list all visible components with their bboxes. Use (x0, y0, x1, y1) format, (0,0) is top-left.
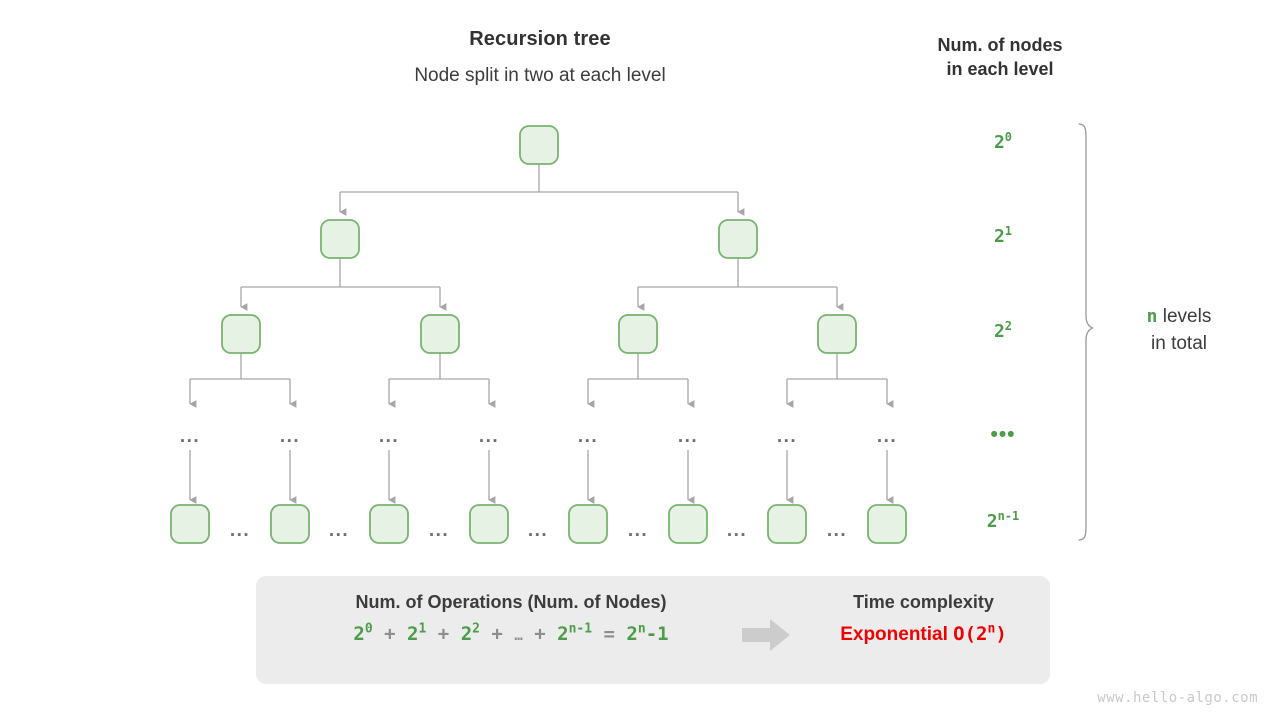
column-header-line2: in each level (946, 59, 1054, 79)
level-count-2: 22 (943, 319, 1063, 342)
tree-node (170, 504, 210, 544)
tree-node (718, 219, 758, 259)
complexity-word: Exponential (840, 624, 948, 645)
tree-node (568, 504, 608, 544)
tree-node (320, 219, 360, 259)
tree-nodes (170, 125, 907, 544)
formula-term: 2 (353, 623, 365, 645)
page-subtitle: Node split in two at each level (414, 65, 666, 86)
levels-brace (1078, 123, 1094, 541)
level-count-base: 2 (986, 511, 998, 532)
tree-node (767, 504, 807, 544)
tree-ellipsis-mid: ... (577, 426, 599, 447)
formula-term: 2 (460, 623, 473, 645)
level-count-base: 2 (993, 321, 1005, 342)
tree-node (469, 504, 509, 544)
formula-term: 2 (407, 623, 419, 645)
complexity-block: Time complexity Exponential O(2n) (816, 592, 1031, 646)
tree-node (618, 314, 658, 354)
formula-ellipsis: … (514, 628, 523, 644)
tree-node (420, 314, 460, 354)
levels-total-line2: in total (1151, 333, 1207, 354)
tree-ellipsis-mid: ... (677, 426, 699, 447)
level-count-exp: 1 (1004, 224, 1013, 238)
level-count-ellipsis: ••• (990, 423, 1016, 446)
level-count-0: 20 (943, 130, 1063, 153)
tree-node (817, 314, 857, 354)
tree-connectors (189, 164, 894, 504)
summary-panel: Num. of Operations (Num. of Nodes) 20 + … (256, 576, 1050, 684)
formula-operator: + (534, 623, 546, 645)
operations-formula: 20 + 21 + 22 + … + 2n-1 = 2n-1 (276, 623, 746, 645)
formula-operator: + (384, 623, 396, 645)
formula-term-exp: 0 (364, 621, 373, 637)
tree-ellipsis-bottom: ... (428, 520, 450, 541)
tree-node (867, 504, 907, 544)
complexity-bigo-suffix: ) (995, 623, 1007, 645)
formula-term: 2 (557, 623, 569, 645)
column-header-node-count: Num. of nodes in each level (905, 33, 1095, 81)
level-count-base: 2 (993, 226, 1005, 247)
formula-operator: + (491, 623, 503, 645)
complexity-bigo: O(2n) (953, 623, 1007, 645)
complexity-value: Exponential O(2n) (816, 623, 1031, 646)
arrow-right-icon (742, 619, 790, 651)
column-header-line1: Num. of nodes (937, 35, 1063, 55)
level-count-1: 21 (943, 224, 1063, 247)
tree-ellipsis-mid: ... (179, 426, 201, 447)
formula-term-exp: 1 (418, 621, 427, 637)
level-count-base: 2 (993, 132, 1005, 153)
tree-ellipsis-mid: ... (478, 426, 500, 447)
tree-node (668, 504, 708, 544)
formula-operator: + (437, 623, 450, 645)
formula-term-exp: n-1 (568, 621, 593, 637)
level-count-exp: 2 (1004, 319, 1013, 333)
tree-ellipsis-mid: ... (876, 426, 898, 447)
level-count-exp: n-1 (997, 509, 1020, 523)
tree-ellipsis-bottom: ... (229, 520, 251, 541)
tree-ellipsis-bottom: ... (527, 520, 549, 541)
level-count-exp: 0 (1004, 130, 1013, 144)
tree-ellipsis-mid: ... (378, 426, 400, 447)
tree-ellipsis-mid: ... (279, 426, 301, 447)
formula-equals: = (603, 623, 615, 645)
tree-node (519, 125, 559, 165)
levels-variable: n (1146, 306, 1158, 327)
tree-node (369, 504, 409, 544)
page-title: Recursion tree (469, 28, 611, 50)
levels-total-note: n levels in total (1104, 303, 1254, 357)
tree-node (270, 504, 310, 544)
formula-result-suffix: -1 (645, 623, 669, 645)
levels-total-word: levels (1162, 306, 1212, 327)
formula-result-exp: n (637, 621, 646, 637)
tree-ellipsis-mid: ... (776, 426, 798, 447)
watermark: www.hello-algo.com (1097, 690, 1258, 706)
tree-ellipsis-bottom: ... (328, 520, 350, 541)
formula-result-base: 2 (626, 623, 638, 645)
formula-term-exp: 2 (472, 621, 480, 637)
operations-block: Num. of Operations (Num. of Nodes) 20 + … (276, 592, 746, 645)
levels-total-line1: n levels (1104, 303, 1254, 330)
complexity-bigo-prefix: O(2 (953, 623, 988, 645)
tree-ellipsis-bottom: ... (627, 520, 649, 541)
level-count-last: 2n-1 (943, 509, 1063, 532)
operations-heading: Num. of Operations (Num. of Nodes) (355, 592, 667, 612)
tree-node (221, 314, 261, 354)
complexity-bigo-exp: n (987, 621, 996, 637)
tree-ellipsis-bottom: ... (726, 520, 748, 541)
tree-ellipsis-bottom: ... (826, 520, 848, 541)
complexity-heading: Time complexity (853, 592, 994, 612)
